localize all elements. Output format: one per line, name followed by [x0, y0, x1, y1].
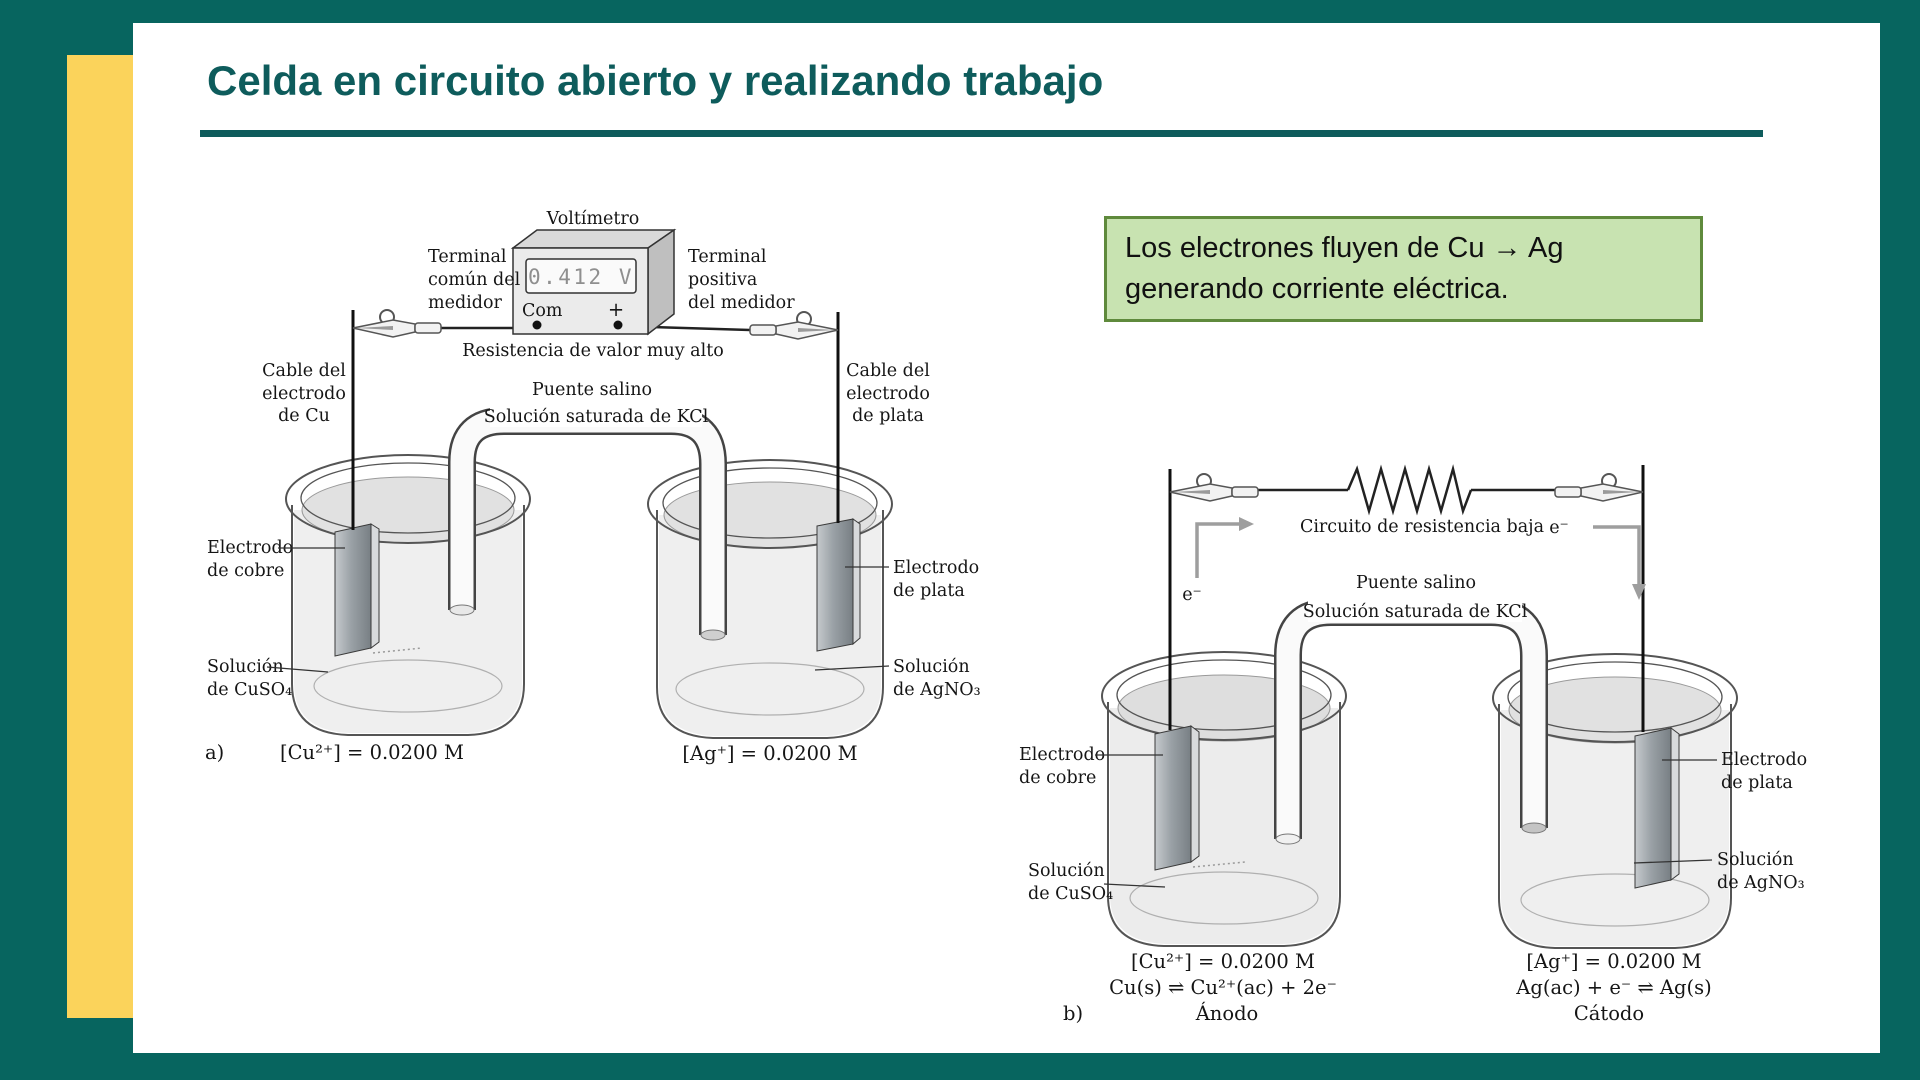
anode-label: Ánodo [1195, 1001, 1259, 1025]
svg-text:de cobre: de cobre [207, 561, 284, 581]
svg-text:Solución: Solución [1717, 850, 1794, 870]
svg-text:Solución: Solución [207, 657, 284, 677]
svg-text:Terminal: Terminal [688, 247, 767, 267]
ag-half-reaction: Ag(ac) + e⁻ ⇌ Ag(s) [1515, 976, 1711, 999]
voltmeter-display [525, 258, 637, 294]
svg-text:medidor: medidor [428, 293, 502, 313]
voltmeter-title: Voltímetro [546, 209, 640, 229]
electrode-ag-label: Electrodo de plata [845, 558, 979, 601]
solution-ag-label: Solución de AgNO₃ [1633, 850, 1805, 893]
ag-concentration: [Ag⁺] = 0.0200 M [682, 742, 857, 765]
copper-electrode [334, 523, 423, 657]
solution-cu-label: Solución de CuSO₄ [207, 657, 329, 700]
diagram-open-circuit-cell: Puente salino Solución saturada de KCl [205, 209, 981, 765]
svg-text:de CuSO₄: de CuSO₄ [1028, 884, 1113, 904]
svg-text:del medidor: del medidor [688, 293, 795, 313]
cable-cu-label: Cable del electrodo de Cu [262, 361, 346, 426]
salt-bridge: Puente salino Solución saturada de KCl [448, 380, 727, 641]
callout-box: Los electrones fluyen de Cu → Ag generan… [1104, 216, 1703, 323]
diagram-working-cell: Puente salino Solución saturada de KCl [1019, 464, 1807, 1025]
salt-bridge-label: Puente salino [532, 380, 652, 400]
beaker-cuso4 [1101, 651, 1347, 947]
salt-bridge-label: Puente salino [1356, 573, 1476, 593]
title-underline [200, 130, 1763, 137]
salt-bridge-solution-label: Solución saturada de KCl [1303, 602, 1528, 622]
voltmeter: 0.412 V Com + [510, 228, 677, 336]
cu-half-reaction: Cu(s) ⇌ Cu²⁺(ac) + 2e⁻ [1109, 976, 1337, 999]
svg-text:de plata: de plata [852, 406, 924, 426]
electrode-cu-label: Electrodo de cobre [207, 538, 345, 581]
cu-concentration: [Cu²⁺] = 0.0200 M [280, 741, 464, 764]
plus-port-label: + [608, 298, 624, 321]
cu-concentration: [Cu²⁺] = 0.0200 M [1131, 950, 1315, 973]
terminal-positive-label: Terminal positiva del medidor [688, 247, 795, 313]
page-title: Celda en circuito abierto y realizando t… [207, 57, 1104, 104]
cathode-label: Cátodo [1574, 1002, 1644, 1025]
accent-stripe [67, 55, 133, 1018]
svg-text:de plata: de plata [893, 581, 965, 601]
svg-text:de plata: de plata [1721, 773, 1793, 793]
svg-text:Cable del: Cable del [846, 361, 930, 381]
svg-text:electrodo: electrodo [846, 384, 930, 404]
svg-text:Terminal: Terminal [428, 247, 507, 267]
panel-a-label: a) [205, 741, 224, 764]
svg-text:Electrodo: Electrodo [1721, 750, 1807, 770]
electron-flow-arrow-right [1593, 525, 1646, 600]
svg-text:electrodo: electrodo [262, 384, 346, 404]
voltmeter-reading: 0.412 V [528, 265, 634, 289]
electrode-cu-label: Electrodo de cobre [1019, 745, 1163, 788]
svg-text:de Cu: de Cu [278, 406, 330, 426]
electron-label-left: e⁻ [1182, 585, 1202, 605]
alligator-clip-right [749, 311, 839, 340]
resistor [1346, 464, 1473, 516]
alligator-clip-left [352, 309, 442, 338]
silver-electrode [816, 518, 861, 652]
slide-canvas: Celda en circuito abierto y realizando t… [133, 23, 1880, 1053]
electrode-ag-label: Electrodo de plata [1662, 750, 1807, 793]
circuit-note: Circuito de resistencia baja [1300, 517, 1544, 537]
svg-text:Solución: Solución [893, 657, 970, 677]
svg-text:Electrodo: Electrodo [207, 538, 293, 558]
svg-text:Cable del: Cable del [262, 361, 346, 381]
copper-electrode [1154, 725, 1246, 871]
cable-ag-label: Cable del electrodo de plata [846, 361, 930, 426]
resistance-note: Resistencia de valor muy alto [462, 341, 724, 361]
svg-text:de CuSO₄: de CuSO₄ [207, 680, 292, 700]
alligator-clip-left [1169, 473, 1259, 502]
ag-concentration: [Ag⁺] = 0.0200 M [1526, 950, 1701, 973]
salt-bridge-solution-label: Solución saturada de KCl [484, 407, 709, 427]
com-terminal-dot [532, 320, 542, 330]
salt-bridge: Puente salino Solución saturada de KCl [1274, 573, 1548, 845]
callout-line-2: generando corriente eléctrica. [1125, 273, 1509, 306]
solution-ag-label: Solución de AgNO₃ [814, 657, 981, 700]
terminal-common-label: Terminal común del medidor [428, 247, 521, 313]
svg-text:de cobre: de cobre [1019, 768, 1096, 788]
plus-terminal-dot [613, 320, 623, 330]
alligator-clip-right [1554, 473, 1644, 502]
svg-text:de AgNO₃: de AgNO₃ [893, 680, 981, 700]
svg-text:Electrodo: Electrodo [1019, 745, 1105, 765]
electron-flow-arrow-left [1195, 517, 1254, 578]
solution-cu-label: Solución de CuSO₄ [1028, 861, 1166, 904]
svg-text:Solución: Solución [1028, 861, 1105, 881]
com-port-label: Com [522, 301, 563, 321]
panel-b-label: b) [1063, 1002, 1083, 1025]
electron-label-right: e⁻ [1549, 518, 1569, 538]
callout-line-1: Los electrones fluyen de Cu → Ag [1125, 232, 1564, 264]
svg-text:Electrodo: Electrodo [893, 558, 979, 578]
svg-text:común del: común del [428, 270, 521, 290]
beaker-cuso4 [285, 454, 531, 736]
silver-electrode [1634, 727, 1680, 889]
svg-text:positiva: positiva [688, 270, 757, 290]
svg-text:de AgNO₃: de AgNO₃ [1717, 873, 1805, 893]
